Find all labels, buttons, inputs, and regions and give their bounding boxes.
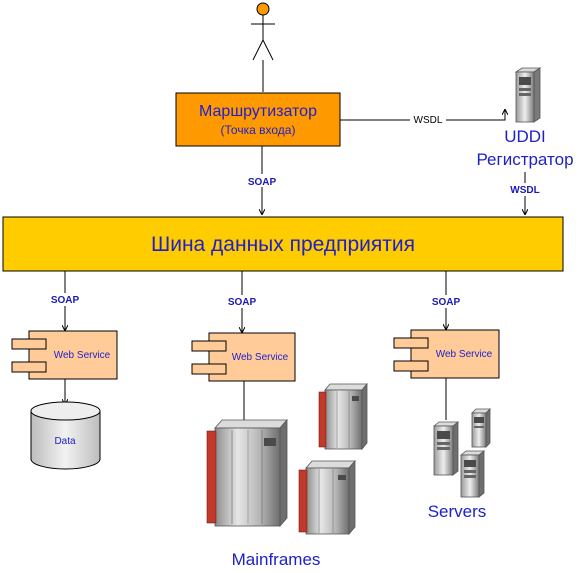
servers-label: Servers xyxy=(428,502,487,521)
soap-left-label: SOAP xyxy=(51,295,80,306)
mainframe-large-icon xyxy=(206,418,288,528)
router-title: Маршрутизатор xyxy=(199,103,317,120)
soap-router-label: SOAP xyxy=(248,177,277,188)
data-label: Data xyxy=(54,436,76,447)
wsdl-top-label: WSDL xyxy=(414,115,443,126)
wsdl-router-uddi-link xyxy=(340,110,505,121)
uddi-line2: Регистратор xyxy=(476,150,573,169)
web-service-mid-label: Web Service xyxy=(232,352,289,363)
database-cylinder-icon: Data xyxy=(30,401,101,470)
router-box: Маршрутизатор (Точка входа) xyxy=(175,92,341,147)
user-actor-icon xyxy=(251,2,275,61)
web-service-mid: Web Service xyxy=(191,332,296,382)
server-tower-3-icon xyxy=(459,450,486,498)
server-tower-1-icon xyxy=(432,421,460,476)
uddi-line1: UDDI xyxy=(504,127,546,146)
mainframe-top-icon xyxy=(318,382,368,451)
web-service-left-label: Web Service xyxy=(54,350,111,361)
uddi-server-icon xyxy=(514,67,542,123)
web-service-right-label: Web Service xyxy=(436,349,493,360)
mainframes-label: Mainframes xyxy=(232,550,321,569)
router-subtitle: (Точка входа) xyxy=(221,123,296,137)
soap-right-label: SOAP xyxy=(432,297,461,308)
web-service-left: Web Service xyxy=(11,330,118,380)
wsdl-bus-label: WSDL xyxy=(510,185,539,196)
web-service-right: Web Service xyxy=(393,329,500,379)
soap-mid-label: SOAP xyxy=(228,297,257,308)
enterprise-bus: Шина данных предприятия xyxy=(2,216,564,272)
server-tower-2-icon xyxy=(471,408,491,448)
bus-title: Шина данных предприятия xyxy=(151,233,415,256)
mainframe-bottom-icon xyxy=(298,459,356,536)
